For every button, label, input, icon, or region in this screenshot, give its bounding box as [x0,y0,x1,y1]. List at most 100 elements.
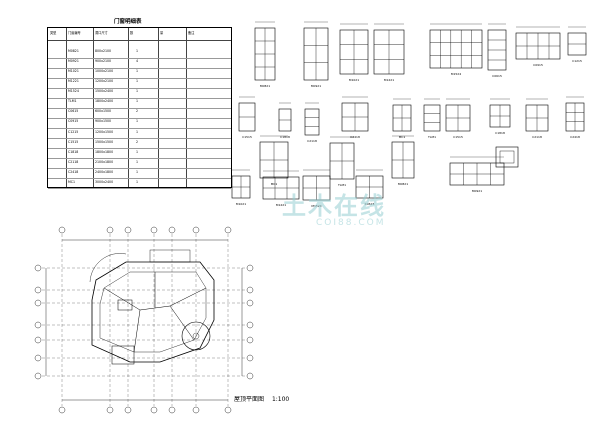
roof-outline [91,261,215,363]
table-row [48,127,231,129]
table-row [48,117,231,119]
window-label: C1215 [572,59,582,63]
table-cell: 1800x1800 [95,149,114,154]
axis-bubble [192,406,200,414]
lower-roof [111,345,135,365]
roof-ridge [169,287,207,307]
tower-apex [192,332,200,340]
table-cell: M0921 [68,59,79,64]
plan-scale: 1:100 [271,396,290,403]
axis-bubble [246,321,254,329]
window-label: M1524 [451,72,461,76]
axis-bubble [192,226,200,234]
axis-bubble [246,286,254,294]
window-label: C2418 [570,135,580,139]
table-cell: 1 [136,89,139,94]
table-header-cell: 门窗编号 [68,31,81,35]
watermark-sub: COI88.COM [316,218,386,228]
window-label: M0821 [260,84,270,88]
table-cell: 1000x2100 [95,69,114,74]
window-label: C1818 [495,131,505,135]
table-row [48,97,231,99]
table-cell: 2400x1800 [95,169,114,174]
table-cell: 1 [136,79,139,84]
detail-inner [499,150,515,164]
plan-title: 屋顶平面图 1:100 [234,394,289,403]
table-cell: 1 [136,129,139,134]
table-cell: 3000x2400 [95,179,114,184]
roof-ridge [133,309,141,353]
table-cell: M1524 [68,89,79,94]
table-cell: 1 [136,169,139,174]
table-row [48,158,231,160]
watermark-main: 土木在线 [282,192,386,220]
window-label: C0615 [492,74,502,78]
window-frame [429,29,483,69]
window-label: C2118 [532,135,542,139]
table-column-line [128,28,129,187]
window-label: M0921 [472,189,482,193]
axis-bubble [168,226,176,234]
window-label: M1021 [349,78,359,82]
table-row [48,87,231,89]
watermark: 土木在线 COI88.COM [282,186,386,228]
axis-bubble [124,406,132,414]
window-label: TLM1 [427,135,436,139]
table-cell: 2 [136,139,139,144]
table-cell: 2 [136,109,139,114]
eave-arc [89,253,127,283]
table-cell: 900x2100 [95,59,112,64]
table-cell: 4 [136,59,139,64]
table-cell: 1 [136,159,139,164]
axis-bubble [106,406,114,414]
axis-bubble [106,226,114,234]
axis-bubble [34,286,42,294]
table-cell: C1215 [68,129,79,134]
window-label: M1221 [276,203,286,207]
chimney [117,299,133,311]
table-row [48,188,231,190]
window-frame [304,108,320,136]
schedule-title: 门窗明细表 [114,19,142,25]
table-cell: 1 [136,119,139,124]
axis-bubble [246,372,254,380]
table-cell: C0915 [68,119,79,124]
axis-bubble [34,299,42,307]
axis-bubble [34,336,42,344]
table-header-cell: 备注 [188,31,195,35]
axis-bubble [58,406,66,414]
roof-ridge [169,305,195,341]
table-row [48,67,231,69]
table-cell: C2418 [68,169,79,174]
axis-bubble [246,336,254,344]
table-cell: C1515 [68,139,79,144]
axis-bubble [224,406,232,414]
axis-bubble [246,354,254,362]
table-row [48,107,231,109]
table-cell: 1500x1500 [95,139,114,144]
window-label: C2418 [350,135,360,139]
window-label: C1515 [453,135,463,139]
detail-frame [495,146,519,168]
table-cell: C1818 [68,149,79,154]
table-row [48,137,231,139]
table-column-line [186,28,187,187]
axis-bubble [34,354,42,362]
window-label: M1221 [384,78,394,82]
window-label: C1515 [242,135,252,139]
tower-roof [181,321,211,351]
axis-bubble [246,299,254,307]
window-label: MC1 [271,182,278,186]
table-header-cell: 数 [130,31,134,35]
table-column-line [66,28,67,187]
window-label: M0921 [311,84,321,88]
window-label: M1021 [236,202,246,206]
window-label: M0821 [398,182,408,186]
table-cell: 1200x2100 [95,79,114,84]
window-label: TLM1 [337,183,346,187]
table-header-cell: 类型 [50,31,57,35]
